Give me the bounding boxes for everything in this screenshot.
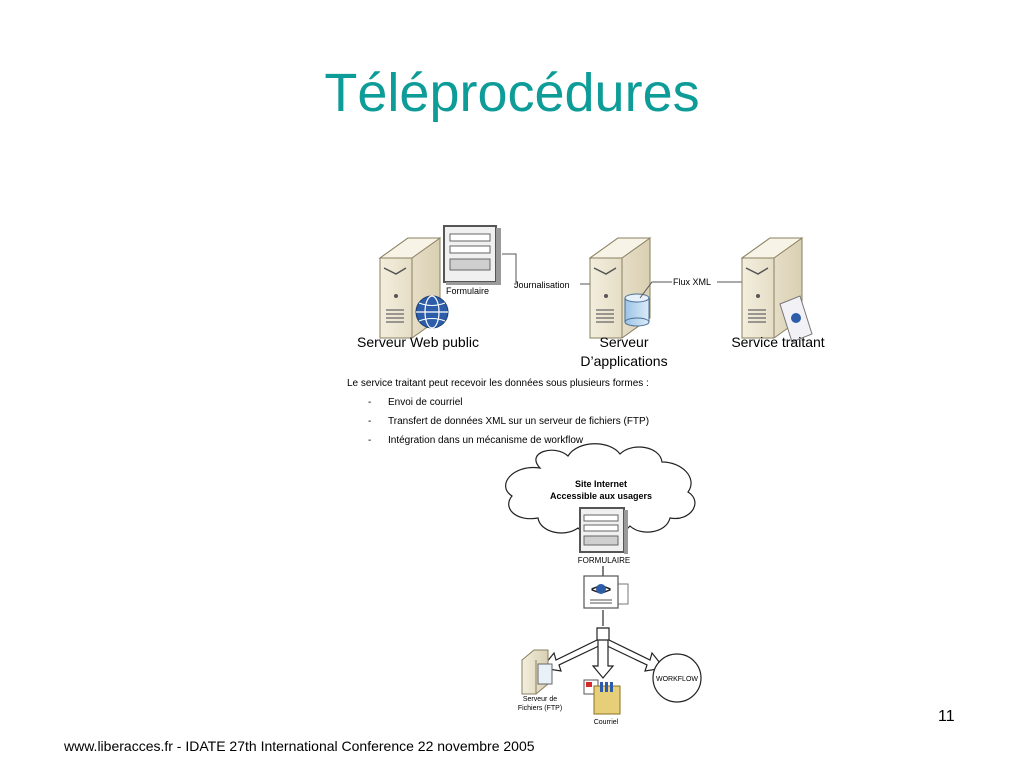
ftp-label-line2: Fichiers (FTP) (518, 705, 562, 712)
xml-flow-label: Flux XML (673, 277, 711, 287)
form-icon (443, 225, 501, 285)
bullet-dash-3: - (368, 435, 371, 446)
ftp-label-line1: Serveur de (523, 696, 557, 703)
globe-icon (415, 295, 449, 329)
form-label: Formulaire (446, 286, 489, 296)
form-icon-small (579, 507, 628, 554)
xml-flow-connector (639, 281, 746, 299)
workflow-icon (652, 653, 702, 703)
description-bullet-2: Transfert de données XML sur un serveur … (388, 416, 649, 427)
web-server-label: Serveur Web public (357, 334, 479, 350)
processing-server-label: Service traitant (731, 334, 824, 350)
mail-label: Courriel (594, 719, 619, 726)
description-intro: Le service traitant peut recevoir les do… (347, 378, 649, 389)
slide-number: 11 (938, 708, 955, 725)
document-icon (779, 295, 813, 343)
footer-text: www.liberacces.fr - IDATE 27th Internati… (64, 738, 535, 754)
app-server-label-line2: D’applications (580, 353, 667, 369)
mailbox-icon (583, 679, 621, 715)
journalisation-label: Journalisation (514, 280, 570, 290)
slide-title: Téléprocédures (324, 63, 700, 123)
workflow-label: WORKFLOW (656, 676, 698, 683)
description-bullet-1: Envoi de courriel (388, 397, 462, 408)
app-server-label-line1: Serveur (599, 334, 648, 350)
form-caption: FORMULAIRE (578, 556, 630, 565)
xml-document-icon: < > (583, 575, 629, 609)
branch-arrows (540, 627, 666, 679)
cloud-label-line2: Accessible aux usagers (550, 491, 652, 501)
ftp-server-icon (521, 649, 553, 695)
cloud-icon (505, 443, 696, 538)
bullet-dash-2: - (368, 416, 371, 427)
database-icon (624, 293, 650, 327)
bullet-dash-1: - (368, 397, 371, 408)
cloud-label-line1: Site Internet (575, 479, 627, 489)
description-bullet-3: Intégration dans un mécanisme de workflo… (388, 435, 584, 446)
